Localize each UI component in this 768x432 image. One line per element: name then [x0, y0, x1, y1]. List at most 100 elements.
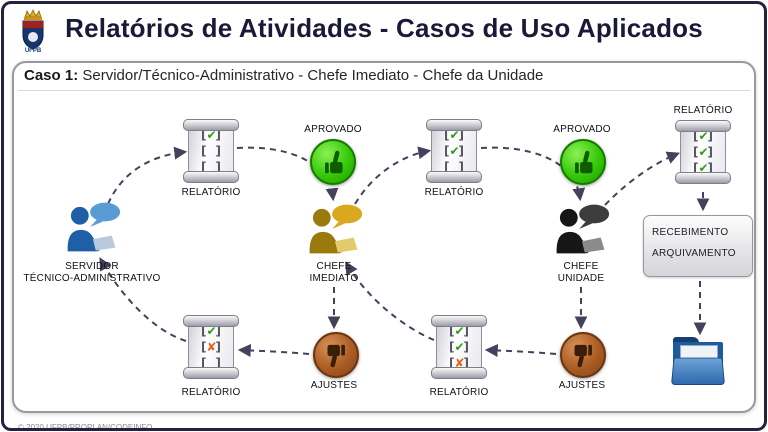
- archive-box: RECEBIMENTO ARQUIVAMENTO: [643, 215, 753, 277]
- scroll-bottom-roll: [426, 171, 482, 183]
- bracket: ]: [458, 143, 464, 158]
- chefe-unidade-label-1: CHEFE: [563, 261, 599, 272]
- bracket: ]: [707, 128, 713, 143]
- checklist-line: [✔]: [449, 340, 469, 355]
- chefe-imediato-icon: [304, 202, 364, 256]
- bracket: ]: [215, 339, 221, 354]
- checklist-line: [✔]: [693, 129, 713, 144]
- bracket: ]: [463, 323, 469, 338]
- case-title-divider: [18, 90, 750, 91]
- report1-label: RELATÓRIO: [181, 187, 241, 198]
- check-mark: ✔: [454, 323, 465, 338]
- scroll-body: [✔] [✔] [✘]: [436, 320, 482, 374]
- check-mark: ✔: [698, 144, 709, 159]
- bracket: [: [449, 323, 455, 338]
- page-title: Relatórios de Atividades - Casos de Uso …: [65, 13, 703, 43]
- checklist-line: [✔]: [444, 144, 464, 159]
- bracket: [: [449, 355, 455, 370]
- bracket: ]: [458, 159, 464, 174]
- bracket: [: [201, 355, 207, 370]
- bracket: [: [693, 144, 699, 159]
- scroll-top-roll: [675, 120, 731, 132]
- folder-icon: [671, 337, 727, 385]
- bracket: ]: [463, 355, 469, 370]
- approved2-label: APROVADO: [553, 124, 611, 135]
- scroll-bottom-roll: [183, 171, 239, 183]
- ufpb-logo-icon: UFPB: [22, 9, 44, 53]
- bracket: [: [201, 323, 207, 338]
- bracket: [: [201, 339, 207, 354]
- report1-scroll-icon: [✔] [] []: [183, 119, 239, 183]
- chefe-imediato-label-2: IMEDIATO: [309, 273, 359, 284]
- report5-scroll-icon: [✔] [✘] []: [183, 315, 239, 379]
- checklist-line: [✘]: [201, 340, 221, 355]
- checklist-line: [✔]: [201, 324, 221, 339]
- bracket: ]: [215, 323, 221, 338]
- checklist-line: []: [201, 160, 221, 175]
- scroll-top-roll: [431, 315, 487, 327]
- check-mark: ✔: [698, 128, 709, 143]
- report4-label: RELATÓRIO: [429, 387, 489, 398]
- ufpb-logo-text: UFPB: [25, 48, 42, 53]
- bracket: ]: [707, 160, 713, 175]
- bracket: [: [449, 339, 455, 354]
- scroll-top-roll: [426, 119, 482, 131]
- checklist-line: []: [201, 356, 221, 371]
- chefe-imediato-label-1: CHEFE: [316, 261, 352, 272]
- approved1-label: APROVADO: [304, 124, 362, 135]
- report3-label: RELATÓRIO: [673, 105, 733, 116]
- folder-front: [671, 357, 725, 385]
- thumbs-up-icon: [560, 139, 606, 185]
- checklist-line: [✔]: [201, 128, 221, 143]
- check-mark: ✔: [206, 127, 217, 142]
- thumbs-down-icon: [313, 332, 359, 378]
- checklist-line: [✔]: [693, 161, 713, 176]
- check-mark: ✔: [698, 160, 709, 175]
- bracket: [: [201, 127, 207, 142]
- ajustes1-label: AJUSTES: [558, 380, 606, 391]
- report2-scroll-icon: [✔] [✔] []: [426, 119, 482, 183]
- bracket: ]: [215, 355, 221, 370]
- scroll-top-roll: [183, 315, 239, 327]
- checklist-line: []: [444, 160, 464, 175]
- archive-line-1: RECEBIMENTO: [652, 227, 729, 238]
- scroll-body: [✔] [✔] [✔]: [680, 125, 726, 179]
- scroll-body: [✔] [✘] []: [188, 320, 234, 374]
- report4-scroll-icon: [✔] [✔] [✘]: [431, 315, 487, 379]
- case-title: Caso 1: Servidor/Técnico-Administrativo …: [24, 67, 543, 84]
- checklist-line: []: [201, 144, 221, 159]
- bracket: [: [693, 128, 699, 143]
- bracket: ]: [215, 159, 221, 174]
- checklist-line: [✘]: [449, 356, 469, 371]
- check-mark: ✔: [206, 323, 217, 338]
- checklist-line: [✔]: [693, 145, 713, 160]
- check-mark: ✔: [449, 127, 460, 142]
- scroll-bottom-roll: [183, 367, 239, 379]
- bracket: [: [693, 160, 699, 175]
- case-number: Caso 1:: [24, 67, 79, 84]
- report3-scroll-icon: [✔] [✔] [✔]: [675, 120, 731, 184]
- servidor-label-2: TÉCNICO-ADMINISTRATIVO: [23, 273, 161, 284]
- checklist-line: [✔]: [444, 128, 464, 143]
- scroll-bottom-roll: [675, 172, 731, 184]
- case-container: [12, 61, 756, 413]
- servidor-label-1: SERVIDOR: [65, 261, 119, 272]
- bracket: [: [201, 143, 207, 158]
- chefe-unidade-icon: [551, 202, 611, 256]
- case-description: Servidor/Técnico-Administrativo - Chefe …: [82, 67, 544, 84]
- check-mark: ✔: [454, 339, 465, 354]
- thumbs-down-icon: [560, 332, 606, 378]
- archive-line-2: ARQUIVAMENTO: [652, 248, 736, 259]
- bracket: ]: [215, 143, 221, 158]
- bracket: ]: [463, 339, 469, 354]
- scroll-body: [✔] [✔] []: [431, 124, 477, 178]
- servidor-icon: [62, 200, 122, 254]
- ajustes2-label: AJUSTES: [310, 380, 358, 391]
- bracket: ]: [458, 127, 464, 142]
- bracket: ]: [707, 144, 713, 159]
- check-mark: ✔: [449, 143, 460, 158]
- bracket: [: [444, 127, 450, 142]
- bracket: [: [444, 143, 450, 158]
- bracket: [: [444, 159, 450, 174]
